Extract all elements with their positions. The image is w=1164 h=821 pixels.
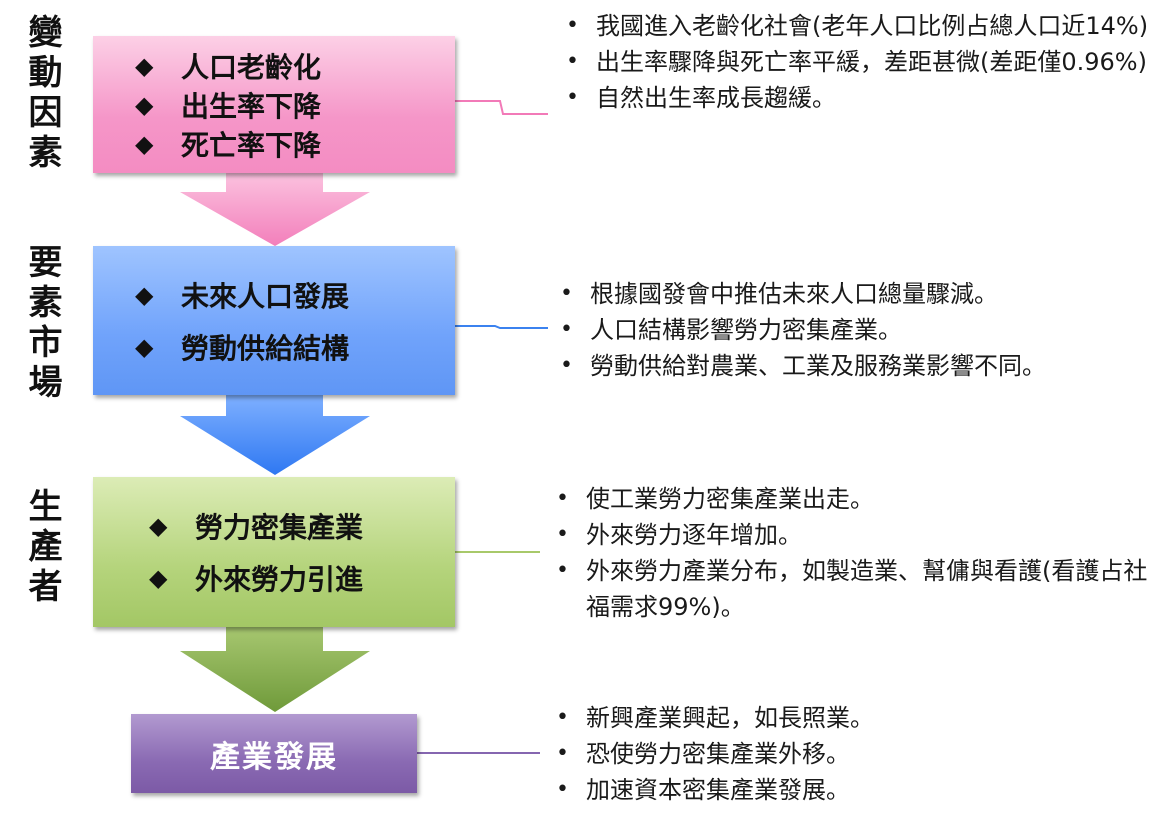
box3-item: ◆ 外來勞力引進 — [149, 552, 455, 604]
box3-item-label: 外來勞力引進 — [195, 563, 364, 596]
list-item: 根據國發會中推估未來人口總量驟減。 — [560, 276, 1160, 312]
list-item: 自然出生率成長趨緩。 — [566, 80, 1151, 116]
bullet-list-factor-market: 根據國發會中推估未來人口總量驟減。 人口結構影響勞力密集產業。 勞動供給對農業、… — [560, 276, 1160, 384]
diamond-bullet-icon: ◆ — [135, 90, 154, 119]
diamond-bullet-icon: ◆ — [135, 332, 154, 361]
connector-pink — [455, 100, 548, 115]
list-item: 出生率驟降與死亡率平緩，差距甚微(差距僅0.96%) — [566, 44, 1151, 80]
diamond-bullet-icon: ◆ — [135, 129, 154, 158]
box2-item-label: 勞動供給結構 — [181, 331, 350, 365]
box1-item: ◆ 出生率下降 — [135, 85, 455, 124]
list-item: 恐使勞力密集產業外移。 — [556, 736, 956, 772]
side-label-change-factors: 變動因素 — [22, 14, 62, 174]
arrow-down-blue — [180, 395, 370, 475]
box1-item-label: 人口老齡化 — [181, 50, 322, 84]
box2-item-label: 未來人口發展 — [181, 279, 350, 313]
arrow-down-pink — [180, 173, 370, 246]
list-item: 外來勞力產業分布，如製造業、幫傭與看護(看護占社福需求99%)。 — [556, 553, 1156, 625]
box-producers: ◆ 勞力密集產業 ◆ 外來勞力引進 — [93, 477, 455, 627]
box1-item-label: 死亡率下降 — [181, 128, 322, 162]
side-label-factor-market: 要素市場 — [22, 244, 62, 404]
arrow-down-green — [180, 627, 370, 712]
box1-item: ◆ 死亡率下降 — [135, 124, 455, 163]
diamond-bullet-icon: ◆ — [149, 512, 168, 540]
list-item: 勞動供給對農業、工業及服務業影響不同。 — [560, 348, 1160, 384]
box1-item: ◆ 人口老齡化 — [135, 46, 455, 85]
list-item: 新興產業興起，如長照業。 — [556, 700, 956, 736]
box-factor-market: ◆ 未來人口發展 ◆ 勞動供給結構 — [93, 246, 455, 395]
list-item: 人口結構影響勞力密集產業。 — [560, 312, 1160, 348]
box2-item: ◆ 未來人口發展 — [135, 269, 455, 321]
diamond-bullet-icon: ◆ — [149, 564, 168, 592]
connector-blue — [455, 325, 548, 329]
box3-item-label: 勞力密集產業 — [195, 511, 364, 544]
side-label-producers: 生產者 — [22, 488, 62, 608]
box3-item: ◆ 勞力密集產業 — [149, 500, 455, 552]
bullet-list-producers: 使工業勞力密集產業出走。 外來勞力逐年增加。 外來勞力產業分布，如製造業、幫傭與… — [556, 481, 1156, 625]
box2-item: ◆ 勞動供給結構 — [135, 321, 455, 373]
list-item: 加速資本密集產業發展。 — [556, 772, 956, 808]
box-industry-development: 產業發展 — [131, 714, 417, 793]
list-item: 外來勞力逐年增加。 — [556, 517, 1156, 553]
box1-item-label: 出生率下降 — [181, 89, 322, 123]
list-item: 我國進入老齡化社會(老年人口比例占總人口近14%) — [566, 8, 1151, 44]
bullet-list-change-factors: 我國進入老齡化社會(老年人口比例占總人口近14%) 出生率驟降與死亡率平緩，差距… — [566, 8, 1151, 116]
box-change-factors: ◆ 人口老齡化 ◆ 出生率下降 ◆ 死亡率下降 — [93, 36, 455, 173]
bullet-list-industry-development: 新興產業興起，如長照業。 恐使勞力密集產業外移。 加速資本密集產業發展。 — [556, 700, 956, 808]
list-item: 使工業勞力密集產業出走。 — [556, 481, 1156, 517]
diamond-bullet-icon: ◆ — [135, 280, 154, 309]
diamond-bullet-icon: ◆ — [135, 51, 154, 80]
